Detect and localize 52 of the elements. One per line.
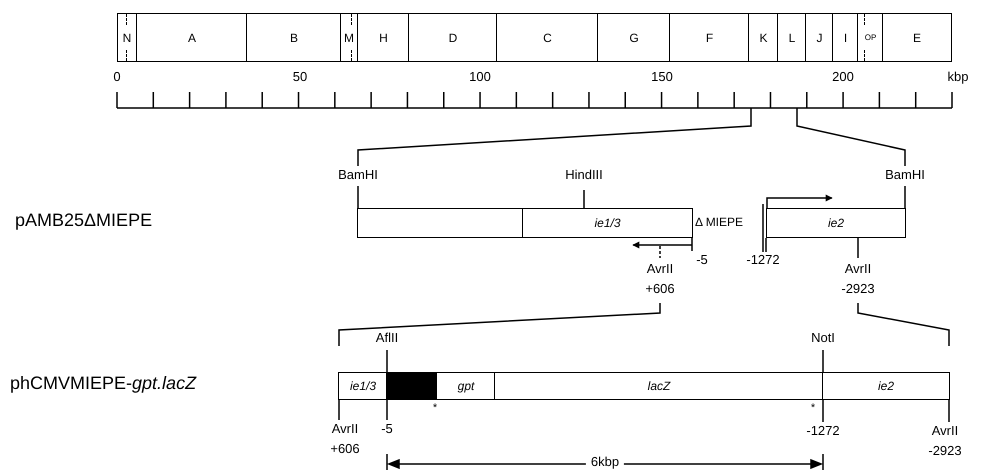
construct-name: pAMB25ΔMIEPE (15, 211, 152, 231)
position-label: -2923 (928, 444, 962, 458)
scale-number: 200 (832, 70, 854, 84)
position-label: -1272 (806, 424, 840, 438)
restriction-site-label: NotI (811, 331, 835, 346)
gene-segment: lacZ (494, 372, 824, 400)
scale-number: 100 (469, 70, 491, 84)
map-fragment: J (805, 13, 834, 62)
dimension-label: 6kbp (586, 455, 624, 470)
map-fragment: A (137, 13, 248, 62)
restriction-site-label: AvrII (844, 262, 872, 276)
position-label: +606 (645, 282, 675, 296)
deletion-label: Δ MIEPE (695, 216, 744, 230)
scale-number: 150 (651, 70, 673, 84)
position-label: -5 (696, 253, 708, 268)
map-fragment: L (777, 13, 807, 62)
position-label: -1272 (746, 253, 780, 268)
position-label: -5 (381, 422, 393, 436)
scale-number: 0 (113, 70, 121, 84)
restriction-site-label: AvrII (932, 424, 958, 438)
gene-segment: ie1/3 (338, 372, 388, 400)
map-fragment: E (882, 13, 952, 62)
unit-label: kbp (948, 70, 968, 84)
map-fragment: C (496, 13, 599, 62)
map-fragment: I (832, 13, 859, 62)
gene-segment: ie2 (822, 372, 950, 400)
filled-segment (386, 372, 438, 400)
map-fragment: N (117, 13, 137, 62)
gene-segment: ie1/3 (522, 208, 693, 238)
restriction-site-label: BamHI (885, 168, 925, 182)
map-fragment: K (748, 13, 779, 62)
restriction-site-label: AflII (376, 331, 398, 346)
map-fragment: OP (857, 13, 884, 62)
vector-segment (357, 208, 524, 238)
position-label: +606 (330, 442, 360, 456)
restriction-site-label: AvrII (646, 262, 674, 276)
asterisk-mark: * (810, 402, 816, 414)
gene-segment: ie2 (766, 208, 906, 238)
map-fragment: H (358, 13, 410, 62)
map-fragment: D (408, 13, 498, 62)
construct-name: phCMVMIEPE-gpt.lacZ (10, 374, 196, 394)
position-label: -2923 (841, 282, 875, 296)
map-fragment: M (340, 13, 358, 62)
map-fragment: G (597, 13, 671, 62)
map-fragment: B (246, 13, 342, 62)
restriction-site-label: HindIII (565, 168, 603, 182)
asterisk-mark: * (432, 402, 438, 414)
restriction-site-label: AvrII (332, 422, 358, 436)
gene-segment: gpt (436, 372, 496, 400)
map-fragment: F (669, 13, 750, 62)
scale-number: 50 (292, 70, 308, 84)
restriction-site-label: BamHI (338, 168, 378, 182)
